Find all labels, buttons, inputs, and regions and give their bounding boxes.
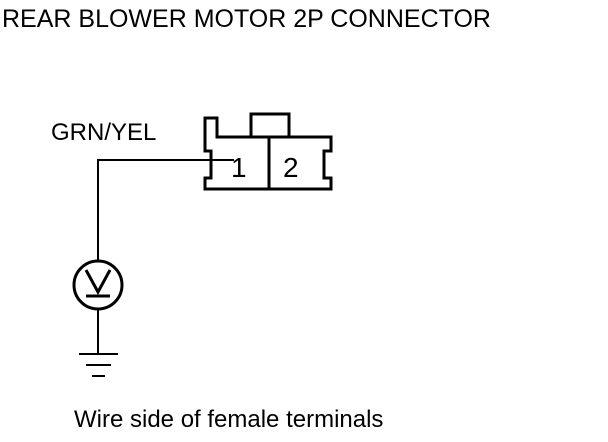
diagram-caption: Wire side of female terminals: [74, 406, 384, 433]
connector-housing: [203, 116, 333, 191]
terminal-2-number: 2: [283, 152, 299, 183]
voltmeter-icon: [72, 259, 124, 311]
diagram-title: REAR BLOWER MOTOR 2P CONNECTOR: [2, 5, 491, 33]
ground-icon: [79, 353, 118, 377]
connector-2p: [203, 112, 333, 191]
connector-lock-tab: [249, 112, 291, 137]
probe-wire: [97, 159, 234, 354]
terminal-1-number: 1: [231, 152, 247, 183]
wire-color-label: GRN/YEL: [51, 119, 157, 146]
